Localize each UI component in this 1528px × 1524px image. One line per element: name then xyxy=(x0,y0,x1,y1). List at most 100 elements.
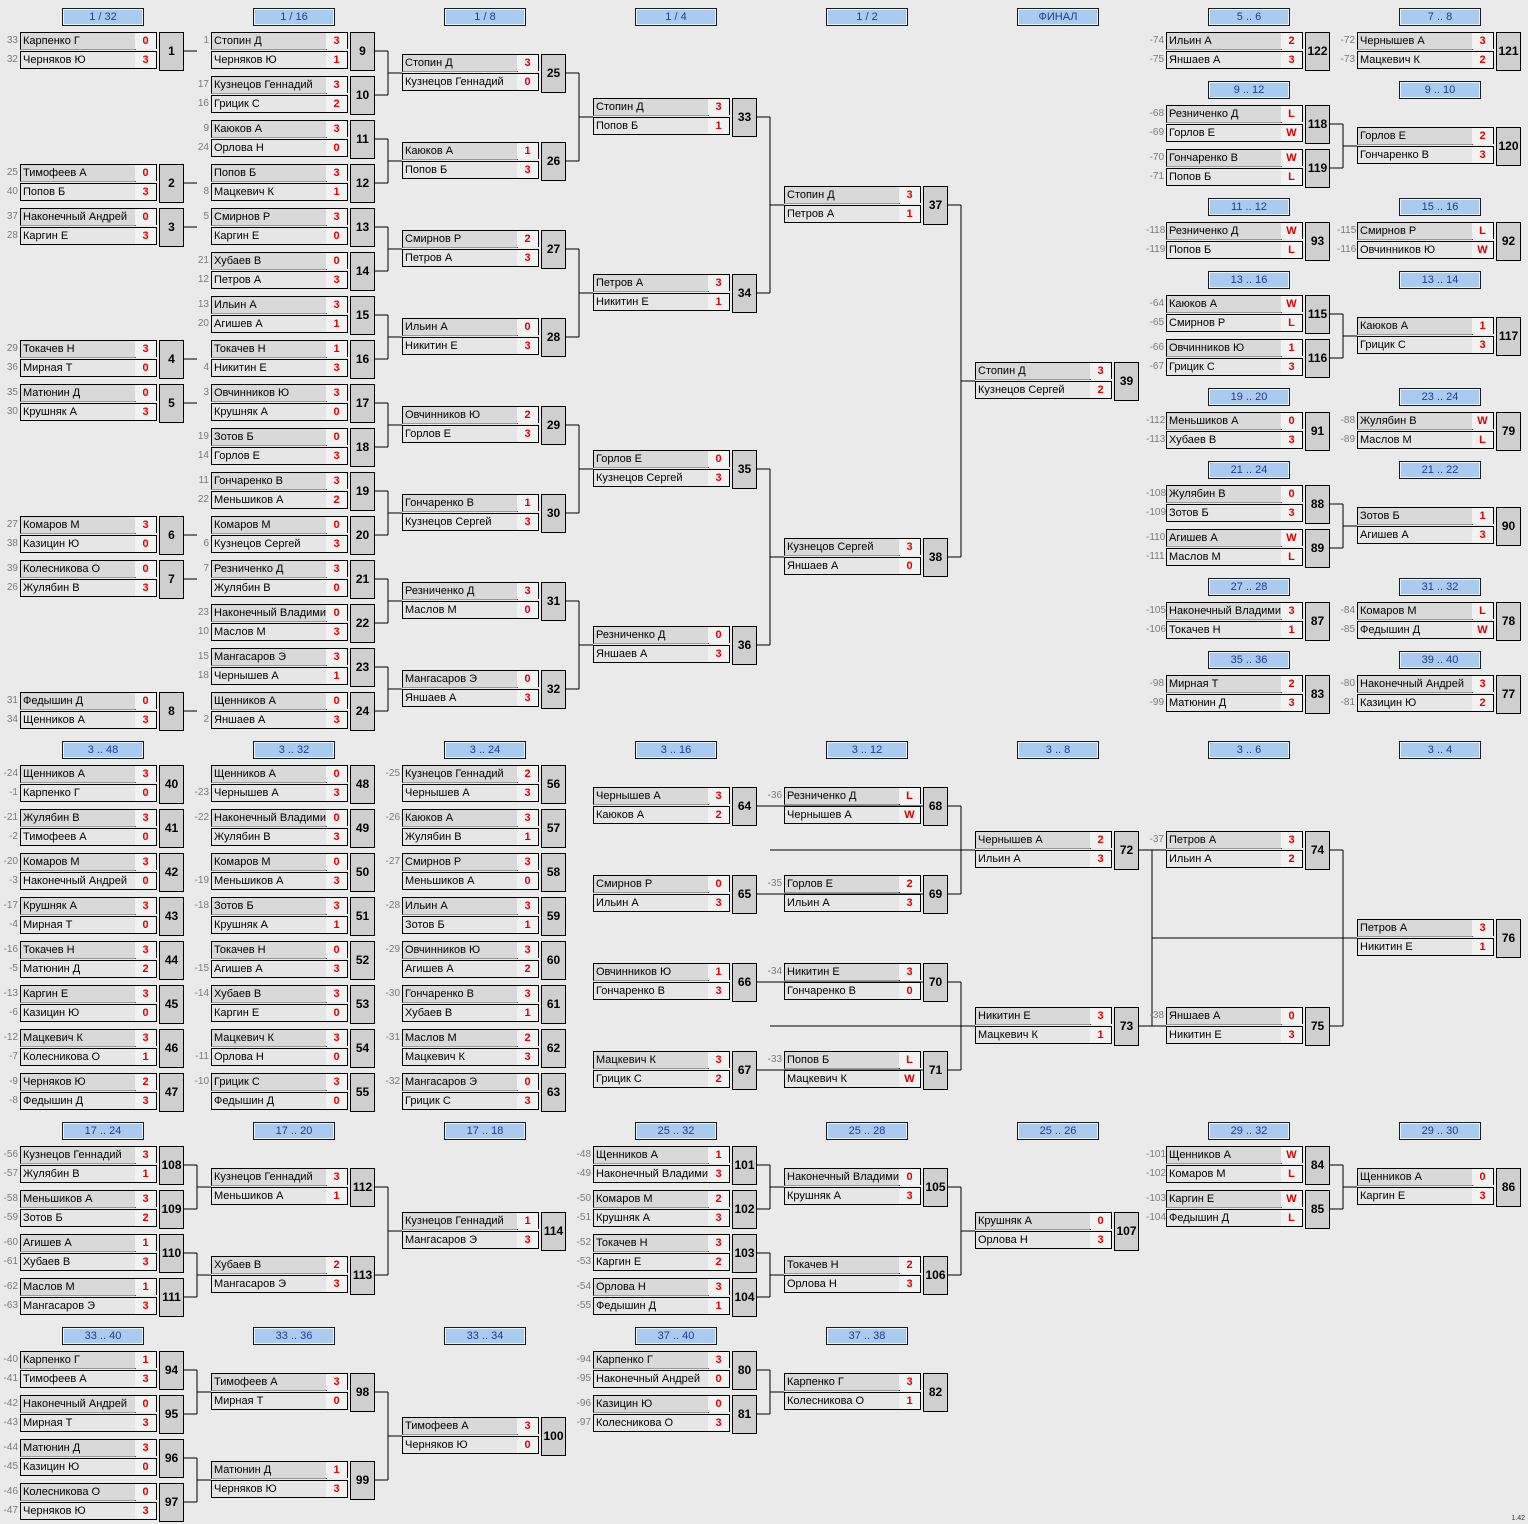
match-number[interactable]: 11 xyxy=(350,120,375,159)
match-number[interactable]: 5 xyxy=(159,384,184,423)
match-number[interactable]: 74 xyxy=(1305,831,1330,870)
match-number[interactable]: 12 xyxy=(350,164,375,203)
match-number[interactable]: 20 xyxy=(350,516,375,555)
match-number[interactable]: 82 xyxy=(923,1373,948,1412)
match-number[interactable]: 75 xyxy=(1305,1007,1330,1046)
match-number[interactable]: 76 xyxy=(1496,919,1521,958)
match-number[interactable]: 121 xyxy=(1496,32,1521,71)
match-number[interactable]: 47 xyxy=(159,1073,184,1112)
match-number[interactable]: 111 xyxy=(159,1278,184,1317)
match-number[interactable]: 68 xyxy=(923,787,948,826)
match-number[interactable]: 85 xyxy=(1305,1190,1330,1229)
match-number[interactable]: 19 xyxy=(350,472,375,511)
match-number[interactable]: 48 xyxy=(350,765,375,804)
match-number[interactable]: 26 xyxy=(541,142,566,181)
match-number[interactable]: 28 xyxy=(541,318,566,357)
match-number[interactable]: 46 xyxy=(159,1029,184,1068)
match-number[interactable]: 25 xyxy=(541,54,566,93)
match-number[interactable]: 55 xyxy=(350,1073,375,1112)
match-number[interactable]: 113 xyxy=(350,1256,375,1295)
match-number[interactable]: 3 xyxy=(159,208,184,247)
match-number[interactable]: 9 xyxy=(350,32,375,71)
match-number[interactable]: 29 xyxy=(541,406,566,445)
match-number[interactable]: 35 xyxy=(732,450,757,489)
match-number[interactable]: 23 xyxy=(350,648,375,687)
match-number[interactable]: 98 xyxy=(350,1373,375,1412)
match-number[interactable]: 36 xyxy=(732,626,757,665)
match-number[interactable]: 49 xyxy=(350,809,375,848)
match-number[interactable]: 41 xyxy=(159,809,184,848)
match-number[interactable]: 92 xyxy=(1496,222,1521,261)
match-number[interactable]: 16 xyxy=(350,340,375,379)
match-number[interactable]: 77 xyxy=(1496,675,1521,714)
match-number[interactable]: 119 xyxy=(1305,149,1330,188)
match-number[interactable]: 95 xyxy=(159,1395,184,1434)
match-number[interactable]: 59 xyxy=(541,897,566,936)
match-number[interactable]: 115 xyxy=(1305,295,1330,334)
match-number[interactable]: 70 xyxy=(923,963,948,1002)
match-number[interactable]: 103 xyxy=(732,1234,757,1273)
match-number[interactable]: 88 xyxy=(1305,485,1330,524)
